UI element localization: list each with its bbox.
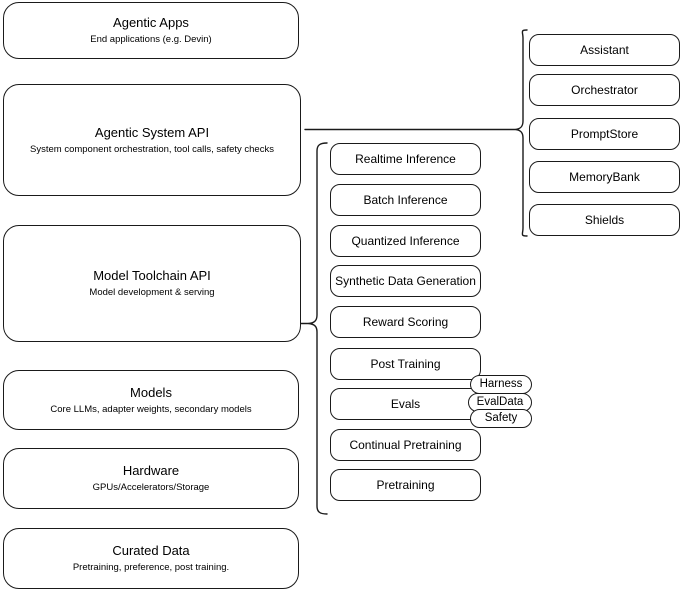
capability-post-training[interactable]: Post Training — [330, 348, 481, 380]
layer-hardware[interactable]: Hardware GPUs/Accelerators/Storage — [3, 448, 299, 509]
right-group-bracket — [514, 29, 528, 237]
capability-batch-inference[interactable]: Batch Inference — [330, 184, 481, 216]
capability-label: Batch Inference — [363, 192, 448, 207]
capability-label: Post Training — [370, 356, 441, 371]
capability-quantized-inference[interactable]: Quantized Inference — [330, 225, 481, 257]
layer-subtitle: Core LLMs, adapter weights, secondary mo… — [50, 403, 252, 415]
component-label: MemoryBank — [569, 169, 640, 184]
component-label: Orchestrator — [571, 82, 638, 97]
capability-label: Pretraining — [376, 477, 435, 492]
capability-label: Continual Pretraining — [349, 437, 462, 452]
capability-label: Synthetic Data Generation — [335, 273, 476, 288]
capability-evals[interactable]: Evals — [330, 388, 481, 420]
evals-subitem-label: Safety — [484, 412, 518, 424]
capability-label: Reward Scoring — [362, 314, 449, 329]
capability-realtime-inference[interactable]: Realtime Inference — [330, 143, 481, 175]
capability-label: Evals — [390, 396, 421, 411]
capability-synthetic-data-generation[interactable]: Synthetic Data Generation — [330, 265, 481, 297]
layer-agentic-apps[interactable]: Agentic Apps End applications (e.g. Devi… — [3, 2, 299, 59]
layer-model-toolchain-api[interactable]: Model Toolchain API Model development & … — [3, 225, 301, 342]
capability-continual-pretraining[interactable]: Continual Pretraining — [330, 429, 481, 461]
component-orchestrator[interactable]: Orchestrator — [529, 74, 680, 106]
evals-subitem-safety[interactable]: Safety — [470, 409, 532, 428]
component-assistant[interactable]: Assistant — [529, 34, 680, 66]
layer-subtitle: Pretraining, preference, post training. — [72, 562, 230, 573]
layer-title: Hardware — [122, 463, 180, 478]
evals-subitem-harness[interactable]: Harness — [470, 375, 532, 394]
layer-title: Agentic Apps — [113, 15, 189, 30]
capability-pretraining[interactable]: Pretraining — [330, 469, 481, 501]
component-shields[interactable]: Shields — [529, 204, 680, 236]
layer-title: Model Toolchain API — [93, 268, 211, 283]
left-group-bracket — [307, 142, 328, 515]
layer-title: Agentic System API — [94, 124, 210, 140]
capability-label: Realtime Inference — [355, 151, 456, 166]
capability-reward-scoring[interactable]: Reward Scoring — [330, 306, 481, 338]
capability-label: Quantized Inference — [351, 233, 460, 248]
layer-subtitle: System component orchestration, tool cal… — [30, 143, 274, 155]
layer-subtitle: GPUs/Accelerators/Storage — [92, 482, 210, 493]
component-promptstore[interactable]: PromptStore — [529, 118, 680, 150]
layer-title: Curated Data — [112, 543, 190, 558]
component-label: PromptStore — [570, 126, 639, 141]
layer-title: Models — [130, 384, 172, 400]
evals-subitem-label: EvalData — [476, 396, 524, 408]
layer-subtitle: Model development & serving — [89, 287, 215, 298]
layer-agentic-system-api[interactable]: Agentic System API System component orch… — [3, 84, 301, 196]
layer-models[interactable]: Models Core LLMs, adapter weights, secon… — [3, 370, 299, 430]
evals-subitem-label: Harness — [479, 378, 523, 390]
layer-subtitle: End applications (e.g. Devin) — [90, 34, 212, 45]
component-label: Shields — [584, 212, 625, 227]
component-label: Assistant — [580, 42, 629, 57]
layer-curated-data[interactable]: Curated Data Pretraining, preference, po… — [3, 528, 299, 589]
component-memorybank[interactable]: MemoryBank — [529, 161, 680, 193]
